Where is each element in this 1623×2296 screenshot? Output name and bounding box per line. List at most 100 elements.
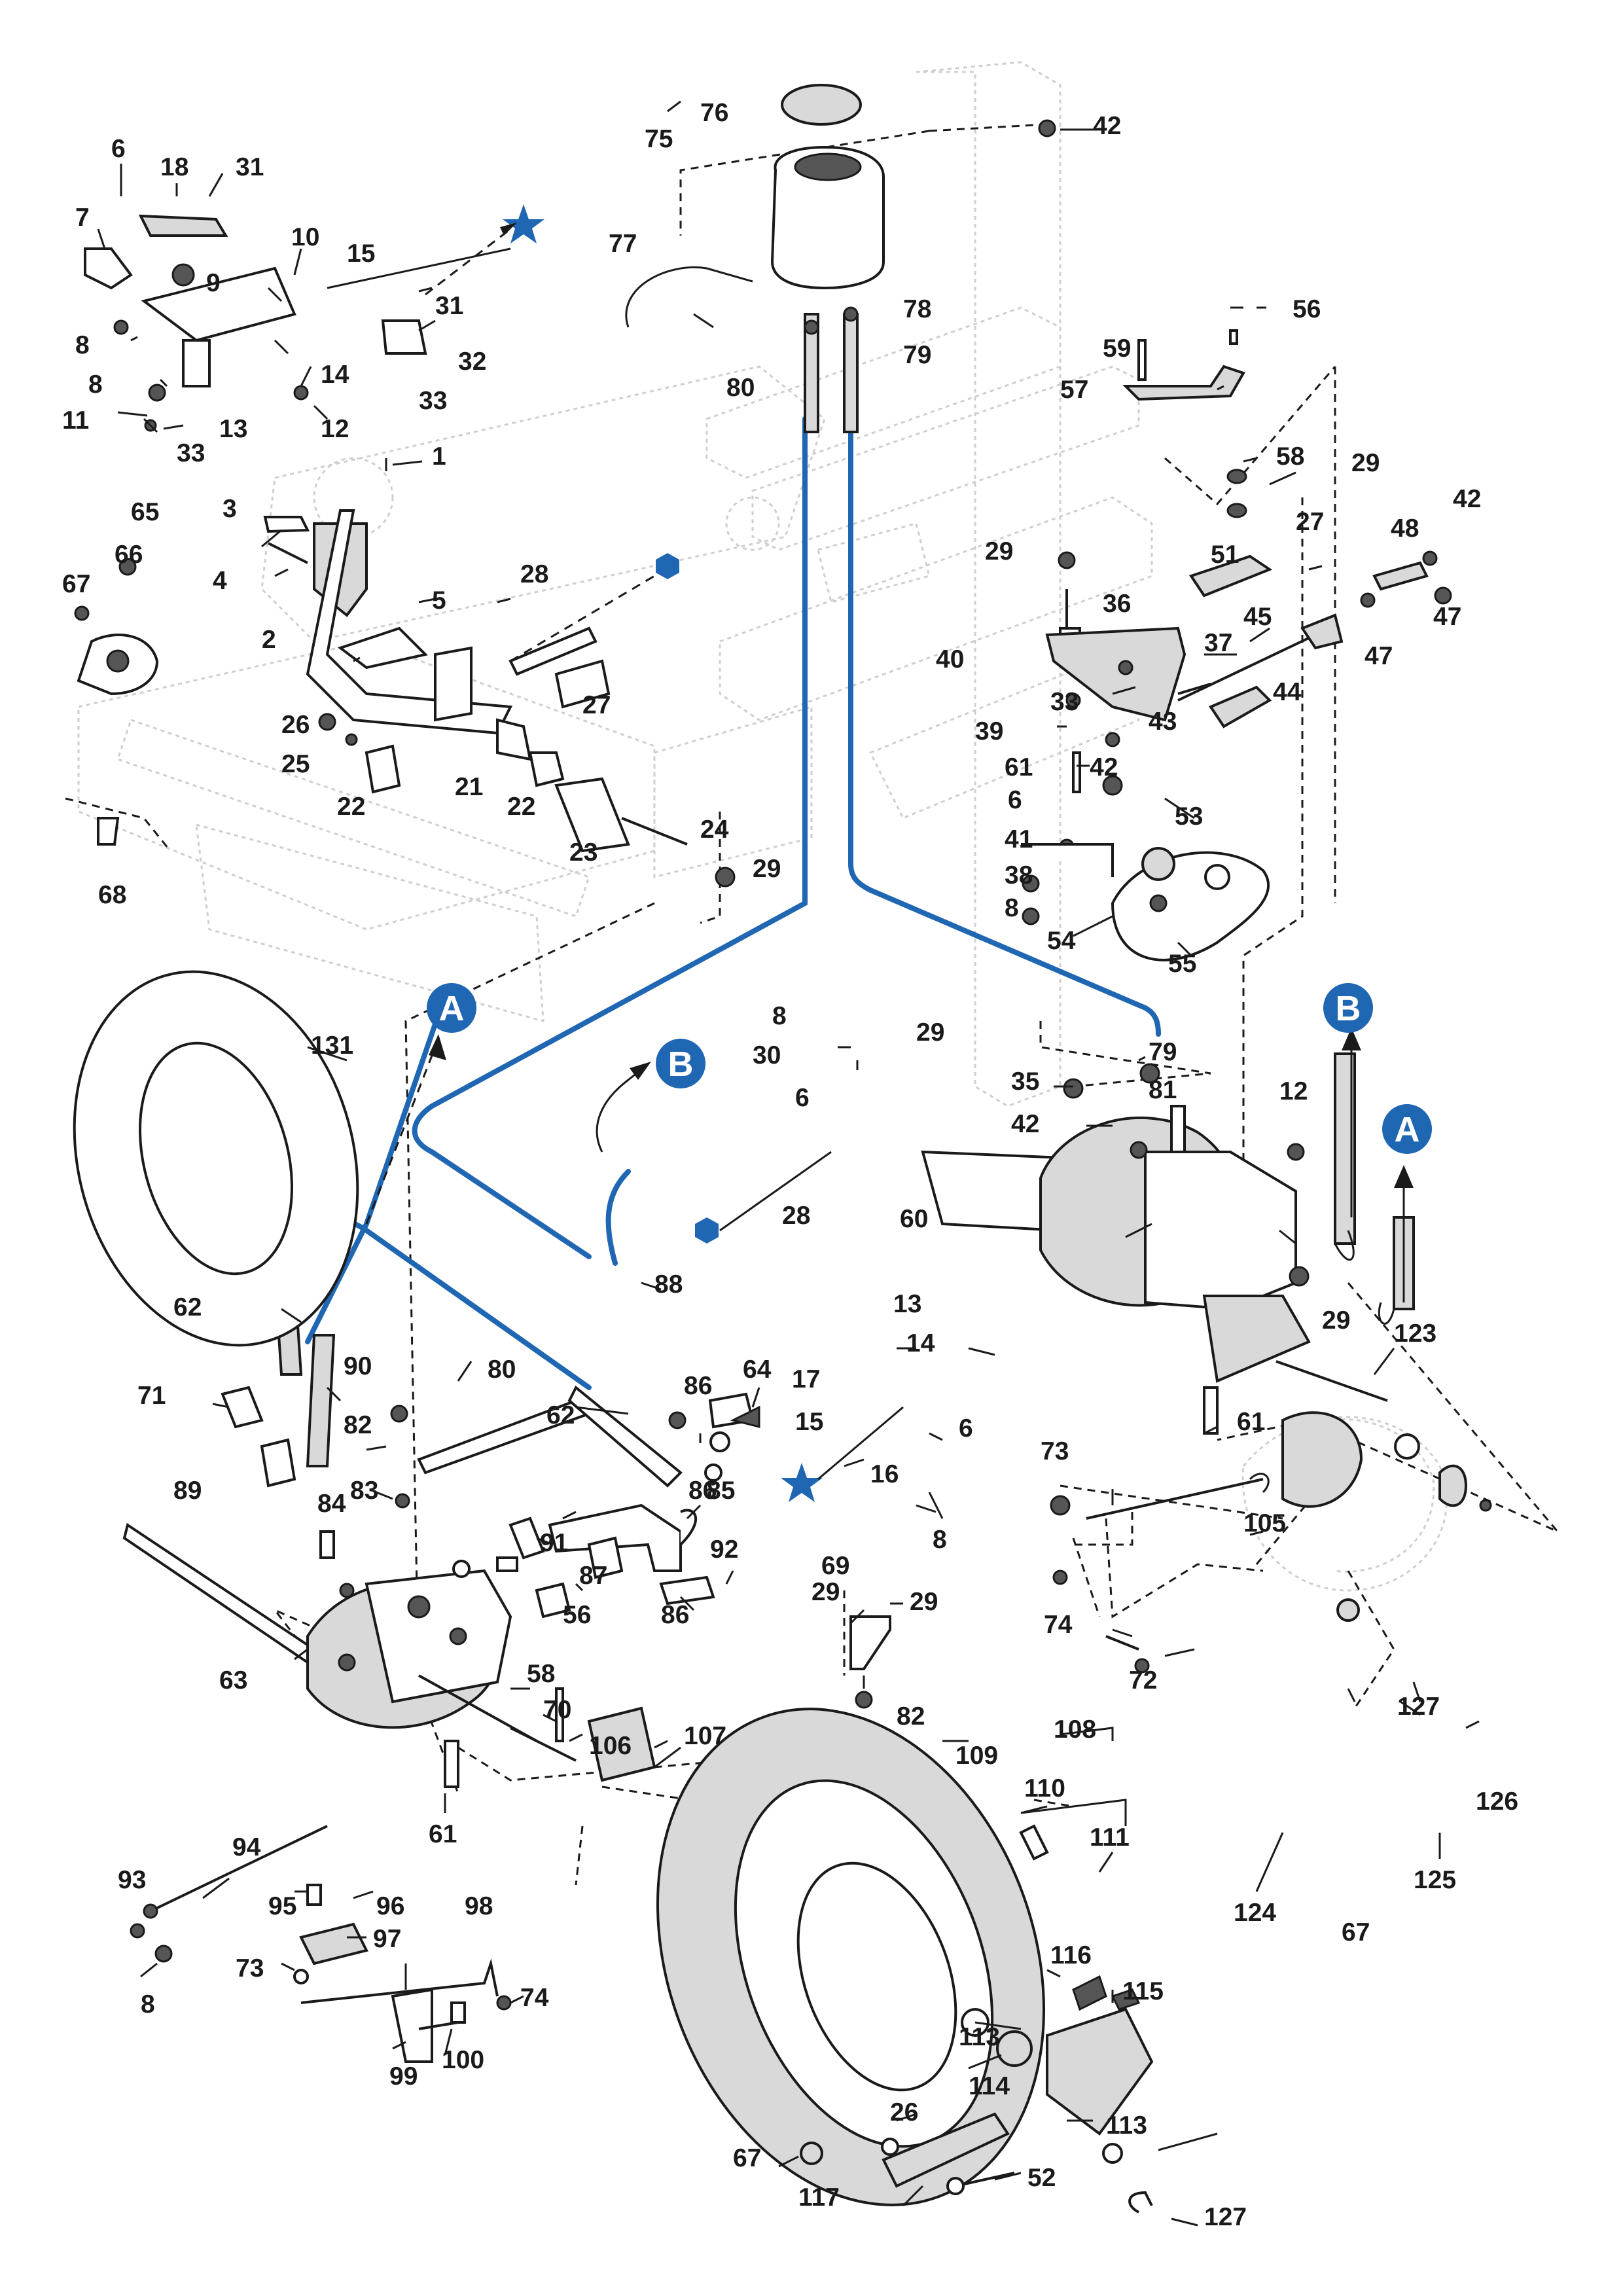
part-label: 61 xyxy=(1237,1408,1265,1436)
part-label: 25 xyxy=(281,750,310,778)
part-label: 114 xyxy=(969,2072,1010,2100)
part-label: 123 xyxy=(1394,1319,1436,1348)
part-label: 27 xyxy=(582,691,611,719)
part-label: 81 xyxy=(1149,1076,1177,1104)
part-label: 27 xyxy=(1296,508,1324,536)
part-label: 58 xyxy=(527,1660,555,1688)
part-label: 65 xyxy=(131,498,159,526)
part-label: 59 xyxy=(1103,334,1131,363)
part-label: 14 xyxy=(321,361,349,389)
callout-marker-A-right: A xyxy=(1382,1104,1432,1154)
left-transaxle xyxy=(122,1275,1068,1788)
part-label: 115 xyxy=(1122,1977,1164,2005)
part-label: 61 xyxy=(1005,753,1033,781)
right-transaxle xyxy=(921,1052,1415,1674)
part-label: 86 xyxy=(684,1372,712,1400)
right-linkage-parts xyxy=(1021,119,1452,961)
part-label: 67 xyxy=(733,2144,761,2172)
star-icon xyxy=(425,204,904,1502)
callout-marker-B: B xyxy=(656,1039,705,1088)
part-label: 84 xyxy=(317,1490,346,1518)
part-label: 29 xyxy=(1322,1306,1350,1335)
part-label: 44 xyxy=(1273,678,1302,706)
part-label: 7 xyxy=(75,204,90,232)
part-label: 57 xyxy=(1060,376,1088,404)
part-label: 42 xyxy=(1090,753,1118,781)
part-label: 82 xyxy=(344,1411,372,1439)
part-label: 74 xyxy=(520,1984,549,2012)
part-label: 85 xyxy=(707,1477,735,1505)
part-label: 91 xyxy=(540,1529,568,1557)
part-label: 105 xyxy=(1243,1509,1286,1537)
part-label: 96 xyxy=(376,1892,404,1920)
bottom-left-linkage xyxy=(130,1825,512,2063)
part-label: 88 xyxy=(654,1270,683,1299)
part-label: 22 xyxy=(337,793,365,821)
part-label: 113 xyxy=(959,2023,1000,2051)
part-label: 58 xyxy=(1276,442,1304,471)
part-label: 79 xyxy=(1149,1038,1177,1066)
part-label: 86 xyxy=(688,1477,717,1505)
marker-a-label: A xyxy=(439,989,465,1028)
part-label: 26 xyxy=(890,2098,918,2126)
part-label: 106 xyxy=(589,1732,632,1760)
part-label: 70 xyxy=(543,1696,571,1724)
part-label: 29 xyxy=(916,1018,944,1047)
part-label: 31 xyxy=(435,292,463,320)
part-label: 127 xyxy=(1204,2203,1247,2231)
part-label: 28 xyxy=(520,560,548,588)
part-label: 36 xyxy=(1103,590,1131,618)
part-label: 99 xyxy=(389,2062,418,2090)
part-label: 35 xyxy=(1011,1067,1039,1096)
part-label: 32 xyxy=(458,348,486,376)
part-label: 43 xyxy=(1149,708,1177,736)
part-label: 6 xyxy=(959,1414,973,1443)
part-label: 92 xyxy=(710,1535,738,1564)
part-label: 18 xyxy=(160,153,188,181)
part-label: 89 xyxy=(173,1477,202,1505)
part-label: 77 xyxy=(609,230,637,258)
part-label: 100 xyxy=(442,2046,484,2074)
part-label: 42 xyxy=(1453,485,1481,513)
part-label: 29 xyxy=(753,855,781,883)
part-label: 15 xyxy=(347,240,375,268)
part-label: 80 xyxy=(726,374,755,402)
part-label: 127 xyxy=(1397,1693,1440,1721)
part-label: 73 xyxy=(1041,1437,1069,1465)
part-label: 33 xyxy=(419,387,447,415)
part-label: 124 xyxy=(1234,1899,1276,1927)
part-label: 26 xyxy=(281,711,310,739)
part-label: 68 xyxy=(98,881,126,909)
part-label: 13 xyxy=(219,415,247,443)
part-label: 73 xyxy=(236,1954,264,1982)
part-label: 51 xyxy=(1211,541,1239,569)
label-leaders xyxy=(97,100,1480,2227)
part-label: 8 xyxy=(772,1002,787,1030)
part-label: 131 xyxy=(311,1031,353,1060)
part-label: 5 xyxy=(432,586,446,615)
part-label: 22 xyxy=(507,793,535,821)
part-label: 67 xyxy=(62,570,90,598)
part-label: 33 xyxy=(177,439,205,467)
part-label: 61 xyxy=(429,1820,457,1848)
part-label: 94 xyxy=(232,1833,261,1861)
part-label: 2 xyxy=(262,626,276,654)
part-label: 107 xyxy=(684,1722,726,1750)
part-label: 55 xyxy=(1168,950,1196,978)
part-label: 3 xyxy=(223,495,237,523)
part-label: 10 xyxy=(291,223,319,251)
part-label: 8 xyxy=(75,331,90,359)
part-label: 97 xyxy=(373,1925,401,1953)
part-label: 29 xyxy=(1351,449,1380,477)
brake-pedal-parts xyxy=(74,214,736,888)
part-label: 12 xyxy=(321,415,349,443)
part-label: 48 xyxy=(1391,514,1419,543)
part-label: 80 xyxy=(488,1355,516,1384)
part-label: 23 xyxy=(569,838,597,867)
part-label: 21 xyxy=(455,773,483,801)
hexagon-icon xyxy=(510,553,832,1244)
part-label: 13 xyxy=(893,1290,921,1318)
part-label: 71 xyxy=(137,1382,166,1410)
marker-b2-label: B xyxy=(1336,989,1361,1028)
